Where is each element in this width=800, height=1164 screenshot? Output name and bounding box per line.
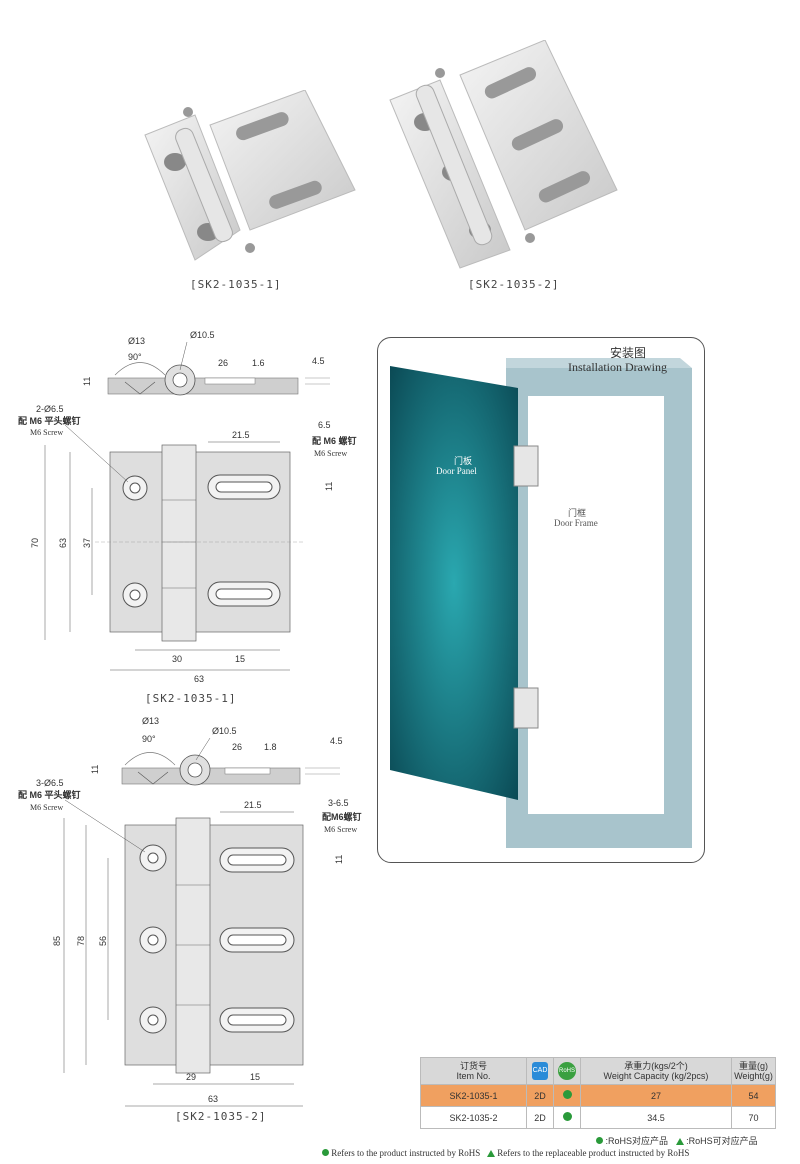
dim-w1-8: 1.8	[264, 742, 277, 752]
dim-w63: 63	[208, 1094, 218, 1104]
note-slot-cn: 配M6螺钉	[322, 811, 362, 822]
dim-h4-5: 4.5	[312, 356, 325, 366]
door-panel	[390, 366, 518, 800]
rohs-icon: RoHS	[558, 1062, 576, 1080]
rohs-dot-icon	[322, 1149, 329, 1156]
dim-d10-5: Ø10.5	[212, 726, 237, 736]
table-row: SK2-1035-1 2D 27 54	[420, 1084, 776, 1107]
note-slot-en: M6 Screw	[314, 449, 347, 458]
dim-h11: 11	[90, 765, 100, 774]
drawing-caption-1: [SK2-1035-1]	[145, 692, 237, 705]
installation-illustration	[390, 358, 692, 848]
install-title-cn: 安装图	[610, 346, 647, 360]
legend-en: Refers to the product instructed by RoHS…	[322, 1148, 689, 1158]
technical-drawing-sk2-1035-2: Ø13 90° Ø10.5 26 1.8 11 4.5 3-Ø6.5 配 M6 …	[18, 716, 362, 1107]
hinge-top	[513, 445, 539, 487]
note-hole-en: M6 Screw	[30, 803, 63, 812]
note-hole-cn: 配 M6 平头螺钉	[18, 789, 81, 800]
rohs-dot-icon	[562, 1112, 572, 1121]
door-label-en: Door Panel	[436, 466, 477, 476]
table-row: SK2-1035-2 2D 34.5 70	[420, 1106, 776, 1129]
dim-w30: 30	[172, 654, 182, 664]
dim-h63: 63	[58, 538, 68, 548]
dim-h78: 78	[76, 936, 86, 946]
dim-w1-6: 1.6	[252, 358, 265, 368]
hinge-bottom	[513, 687, 539, 729]
dim-d13: Ø13	[128, 336, 145, 346]
dim-w63: 63	[194, 674, 204, 684]
product-caption-1: [SK2-1035-1]	[190, 278, 282, 291]
dim-d10-5: Ø10.5	[190, 330, 215, 340]
dim-d13: Ø13	[142, 716, 159, 726]
frame-label-en: Door Frame	[554, 518, 598, 528]
dim-h11: 11	[82, 377, 92, 386]
dim-h11b: 11	[324, 482, 334, 491]
rohs-triangle-icon	[675, 1138, 684, 1146]
dim-h85: 85	[52, 936, 62, 946]
dim-h70: 70	[30, 538, 40, 548]
dim-h37: 37	[82, 538, 92, 548]
dim-angle: 90°	[142, 734, 156, 744]
product-photo-sk2-1035-2	[389, 40, 618, 269]
frame-label-cn: 门框	[568, 509, 587, 519]
rohs-dot-icon	[562, 1090, 572, 1099]
note-slot-en: M6 Screw	[324, 825, 357, 834]
note-hole-en: M6 Screw	[30, 428, 63, 437]
door-label-cn: 门板	[454, 457, 473, 467]
drawing-caption-2: [SK2-1035-2]	[175, 1110, 267, 1123]
installation-drawing-panel: 安装图 Installation Drawing 门板 Door Panel 门…	[377, 337, 705, 863]
dim-w21-5: 21.5	[244, 800, 262, 810]
install-title-en: Installation Drawing	[568, 360, 667, 374]
product-photo-sk2-1035-1	[144, 90, 356, 261]
col-weight-capacity: 承重力(kgs/2个)Weight Capacity (kg/2pcs)	[580, 1057, 732, 1085]
dim-h4-5: 4.5	[330, 736, 343, 746]
note-hole-num: 3-Ø6.5	[36, 778, 64, 788]
note-slot-num: 3-6.5	[328, 798, 349, 808]
dim-w26: 26	[218, 358, 228, 368]
cad-icon: CAD	[532, 1062, 548, 1080]
dim-w26: 26	[232, 742, 242, 752]
col-rohs: RoHS	[553, 1057, 581, 1085]
dim-h56: 56	[98, 936, 108, 946]
dim-h11b: 11	[334, 855, 344, 864]
note-slot-num: 6.5	[318, 420, 331, 430]
dim-w15: 15	[250, 1072, 260, 1082]
dim-w29: 29	[186, 1072, 196, 1082]
note-hole-cn: 配 M6 平头螺钉	[18, 415, 81, 426]
rohs-triangle-icon	[486, 1150, 495, 1158]
col-weight: 重量(g)Weight(g)	[731, 1057, 776, 1085]
col-cad: CAD	[526, 1057, 554, 1085]
product-caption-2: [SK2-1035-2]	[468, 278, 560, 291]
rohs-dot-icon	[596, 1137, 603, 1144]
dim-w21-5: 21.5	[232, 430, 250, 440]
dim-w15: 15	[235, 654, 245, 664]
note-slot-cn: 配 M6 螺钉	[312, 435, 357, 446]
legend-cn: :RoHS对应产品 :RoHS可对应产品	[596, 1134, 758, 1147]
dim-angle: 90°	[128, 352, 142, 362]
note-hole-num: 2-Ø6.5	[36, 404, 64, 414]
technical-drawing-sk2-1035-1: Ø13 90° Ø10.5 26 1.6 11 4.5 2-Ø6.5 配 M6 …	[18, 330, 357, 684]
